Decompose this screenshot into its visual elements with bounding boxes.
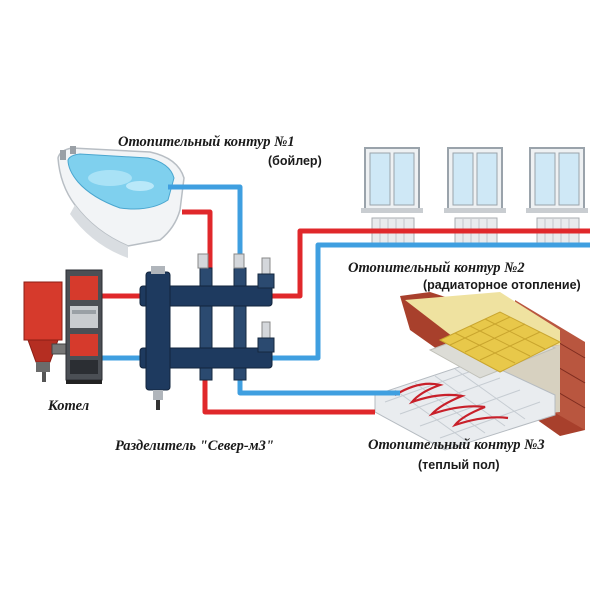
circuit-3-subtitle: (теплый пол)	[418, 458, 500, 472]
circuit-3-title: Отопительный контур №3	[368, 437, 545, 453]
boiler-label: Котел	[48, 398, 90, 414]
return-pipe-circuit-2	[268, 242, 590, 361]
supply-pipe-circuit-2	[268, 228, 590, 299]
circuit-1-title: Отопительный контур №1	[118, 134, 295, 150]
return-pipe-circuit-3	[237, 375, 400, 396]
heated-floor-icon	[374, 292, 586, 451]
circuit-2-title: Отопительный контур №2	[348, 260, 525, 276]
pipes	[100, 184, 590, 415]
circuit-1-subtitle: (бойлер)	[268, 154, 322, 168]
return-pipe-circuit-1	[168, 184, 243, 275]
bathtub-icon	[57, 146, 185, 258]
supply-pipe-circuit-3	[202, 375, 375, 415]
circuit-2-subtitle: (радиаторное отопление)	[423, 278, 581, 292]
manifold-label: Разделитель "Север-м3"	[115, 438, 274, 454]
hydraulic-manifold-icon	[139, 253, 275, 410]
supply-pipe-circuit-1	[182, 209, 213, 275]
boiler-icon	[23, 269, 103, 384]
